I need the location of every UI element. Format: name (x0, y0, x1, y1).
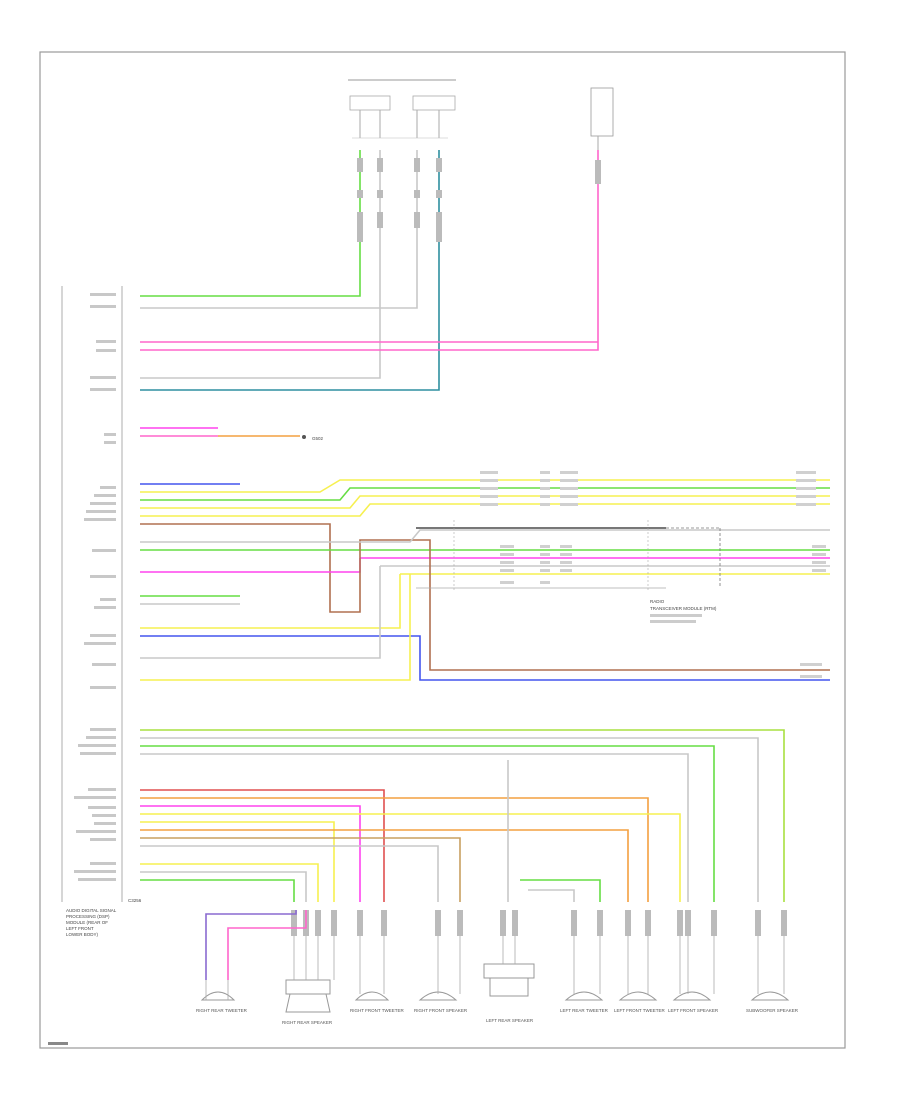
right-front-speaker: RIGHT FRONT SPEAKER (414, 991, 468, 1013)
rtm-module (416, 520, 721, 590)
svg-text:MODULE (REAR OF: MODULE (REAR OF (66, 920, 108, 925)
svg-text:LEFT FRONT: LEFT FRONT (66, 926, 94, 931)
speaker-harness (140, 729, 785, 902)
top-right-module (590, 87, 614, 150)
svg-text:RIGHT REAR TWEETER: RIGHT REAR TWEETER (196, 1008, 248, 1013)
subwoofer-speaker: SUBWOOFER SPEAKER (746, 991, 799, 1013)
svg-text:RADIO: RADIO (650, 599, 665, 604)
ground-label: G502 (312, 436, 324, 441)
right-rear-tweeter: RIGHT REAR TWEETER (196, 991, 248, 1013)
speaker-drop-labels (291, 910, 787, 936)
svg-text:LEFT REAR TWEETER: LEFT REAR TWEETER (560, 1008, 609, 1013)
svg-text:RIGHT FRONT TWEETER: RIGHT FRONT TWEETER (350, 1008, 405, 1013)
left-rear-speaker: LEFT REAR SPEAKER (483, 963, 535, 1023)
ground-wires (140, 427, 306, 439)
tweeter-loop (205, 910, 307, 980)
svg-text:LOWER BODY): LOWER BODY) (66, 932, 99, 937)
top-connector (348, 79, 456, 139)
svg-text:RIGHT FRONT SPEAKER: RIGHT FRONT SPEAKER (414, 1008, 468, 1013)
left-front-tweeter: LEFT FRONT TWEETER (614, 991, 666, 1013)
svg-text:SUBWOOFER SPEAKER: SUBWOOFER SPEAKER (746, 1008, 799, 1013)
svg-text:PROCESSING (DSP): PROCESSING (DSP) (66, 914, 110, 919)
svg-text:TRANSCEIVER MODULE (RTM): TRANSCEIVER MODULE (RTM) (650, 606, 717, 611)
svg-text:RIGHT REAR SPEAKER: RIGHT REAR SPEAKER (282, 1020, 333, 1025)
svg-text:LEFT FRONT SPEAKER: LEFT FRONT SPEAKER (668, 1008, 719, 1013)
diagram-frame (39, 51, 846, 1049)
rtm-caption: RADIO TRANSCEIVER MODULE (RTM) (650, 599, 717, 623)
rtm-pin-labels (480, 471, 826, 678)
drop-labels (357, 158, 601, 242)
speakers: RIGHT REAR TWEETER RIGHT REAR SPEAKER RI… (196, 936, 799, 1025)
right-rear-speaker: RIGHT REAR SPEAKER (282, 979, 333, 1025)
svg-text:LEFT FRONT TWEETER: LEFT FRONT TWEETER (614, 1008, 666, 1013)
center-harness (140, 479, 830, 681)
right-front-tweeter: RIGHT FRONT TWEETER (350, 991, 405, 1013)
left-rear-tweeter: LEFT REAR TWEETER (560, 991, 609, 1013)
left-front-speaker: LEFT FRONT SPEAKER (668, 991, 719, 1013)
lower-connector-label: C3256 (128, 898, 142, 903)
dsp-module-body (61, 286, 123, 902)
module-caption: AUDIO DIGITAL SIGNAL PROCESSING (DSP) MO… (66, 908, 117, 937)
svg-text:AUDIO DIGITAL SIGNAL: AUDIO DIGITAL SIGNAL (66, 908, 117, 913)
pin-labels (74, 293, 116, 881)
figure-id-mark (48, 1042, 68, 1045)
top-wires (140, 150, 599, 391)
svg-text:LEFT REAR SPEAKER: LEFT REAR SPEAKER (486, 1018, 534, 1023)
